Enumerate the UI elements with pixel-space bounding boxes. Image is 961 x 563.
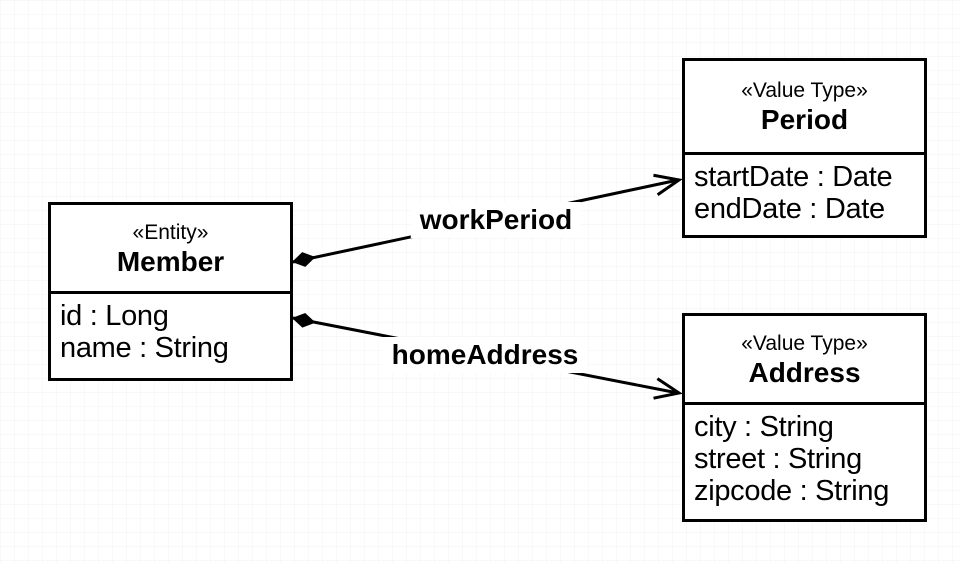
class-box-member: «Entity» Member id : Long name : String [48,202,293,381]
class-attribute: endDate : Date [694,193,885,225]
class-name: Address [748,356,861,388]
class-attribute: name : String [60,332,229,364]
class-stereotype: «Entity» [132,220,209,244]
class-name: Member [116,245,225,277]
class-attribute: street : String [694,443,862,475]
class-box-period: «Value Type» Period startDate : Date end… [682,58,927,238]
class-stereotype: «Value Type» [741,79,868,102]
composition-diamond-icon [292,252,316,267]
class-name: Period [760,104,849,135]
class-attribute: id : Long [60,300,169,332]
class-attributes-member: id : Long name : String [51,294,290,370]
relation-label-workperiod: workPeriod [410,202,582,238]
class-box-address: «Value Type» Address city : String stree… [682,313,927,522]
class-attribute: startDate : Date [694,161,893,193]
class-header-member: «Entity» Member [51,205,290,294]
open-arrowhead-icon [653,173,683,197]
open-arrowhead-icon [653,377,683,400]
class-header-address: «Value Type» Address [685,316,924,405]
composition-diamond-icon [292,312,316,328]
class-attribute: zipcode : String [694,475,890,507]
class-header-period: «Value Type» Period [685,61,924,155]
class-attributes-address: city : String street : String zipcode : … [685,405,924,513]
class-attributes-period: startDate : Date endDate : Date [685,155,924,231]
class-attribute: city : String [694,411,834,443]
relation-label-homeaddress: homeAddress [382,337,588,373]
class-stereotype: «Value Type» [741,331,868,355]
